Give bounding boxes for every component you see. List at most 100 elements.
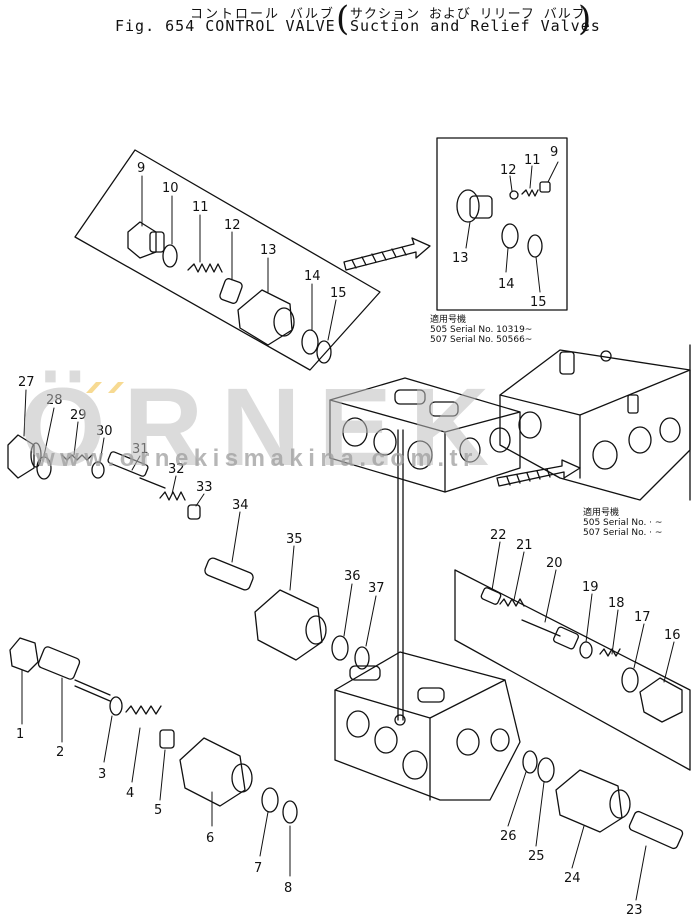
part-7-o-ring	[261, 787, 279, 813]
callout-30: 30	[96, 424, 113, 439]
inset-callout-13: 13	[452, 251, 469, 266]
part-3-o-ring	[109, 696, 123, 716]
figure-title: Fig. 654 CONTROL VALVE	[115, 17, 336, 35]
subtitle-japanese: サクション および リリーフ バルブ	[350, 7, 586, 22]
arrow-to-inset	[343, 237, 431, 271]
callout-18: 18	[608, 596, 625, 611]
callout-28: 28	[46, 393, 63, 408]
part-27-plug	[7, 434, 42, 479]
open-paren: (	[336, 0, 350, 39]
part-24-sleeve	[555, 769, 631, 833]
serial-note-lower: 適用号機 505 Serial No. · ~ 507 Serial No. ·…	[583, 508, 662, 538]
callout-22: 22	[490, 528, 507, 543]
part-13-sleeve	[237, 289, 295, 346]
callout-2: 2	[56, 745, 64, 760]
serial-note-lower-line2: 507 Serial No. · ~	[583, 528, 663, 538]
part-26-o-ring	[522, 750, 538, 774]
part-35-sleeve	[254, 589, 327, 661]
serial-note-top-heading: 適用号機	[430, 315, 467, 325]
callout-8: 8	[284, 881, 292, 896]
part-9-plug	[127, 221, 165, 259]
part-33-spacer	[187, 504, 201, 520]
serial-note-top-line2: 507 Serial No. 50566~	[430, 335, 533, 345]
part-36-o-ring	[331, 635, 349, 661]
leader-lines	[21, 161, 675, 901]
callout-12: 12	[224, 218, 241, 233]
part-21-spring	[499, 598, 525, 607]
part-20-spool	[521, 619, 579, 650]
inset-part-9	[539, 181, 551, 193]
valve-body-lower	[334, 651, 521, 801]
upper-group-frame	[74, 149, 381, 371]
inset-frame	[436, 137, 568, 311]
valve-body-right	[499, 344, 691, 501]
callout-26: 26	[500, 829, 517, 844]
callout-25: 25	[528, 849, 545, 864]
arrow-to-lower-body	[496, 459, 581, 487]
part-17-o-ring	[621, 667, 639, 693]
callout-10: 10	[162, 181, 179, 196]
callout-4: 4	[126, 786, 134, 801]
part-11-spring	[187, 263, 223, 273]
inset-part-13	[456, 189, 493, 223]
inset-callout-14: 14	[498, 277, 515, 292]
callout-7: 7	[254, 861, 262, 876]
part-25-o-ring	[537, 757, 555, 783]
inset-part-14	[501, 223, 519, 249]
inset-callout-11: 11	[524, 153, 541, 168]
callout-9: 9	[137, 161, 145, 176]
part-37-o-ring	[354, 646, 370, 670]
serial-note-top: 適用号機 505 Serial No. 10319~ 507 Serial No…	[430, 315, 532, 345]
callout-16: 16	[664, 628, 681, 643]
part-6-sleeve	[179, 737, 253, 807]
inset-callout-9: 9	[550, 145, 558, 160]
callout-14: 14	[304, 269, 321, 284]
part-8-o-ring	[282, 800, 298, 824]
callout-labels: 1 2 3 4 5 6 7 8 9 10 11 12 13 14 15 16 1…	[16, 145, 681, 917]
callout-35: 35	[286, 532, 303, 547]
part-28-o-ring	[36, 456, 52, 480]
part-14-o-ring	[301, 329, 319, 355]
part-30-ring	[91, 461, 105, 479]
part-18-spring	[599, 648, 621, 657]
part-23-screw	[628, 810, 684, 850]
callout-6: 6	[206, 831, 214, 846]
part-29-spring	[61, 454, 93, 461]
callout-11: 11	[192, 200, 209, 215]
part-4-spring	[125, 705, 162, 715]
serial-note-top-line1: 505 Serial No. 10319~	[430, 325, 533, 335]
callout-24: 24	[564, 871, 581, 886]
part-10-o-ring	[162, 244, 178, 268]
serial-note-lower-line1: 505 Serial No. · ~	[583, 518, 663, 528]
callout-27: 27	[18, 375, 35, 390]
part-31-spool	[107, 451, 166, 489]
part-15-o-ring	[316, 340, 332, 364]
part-34-poppet	[204, 557, 254, 591]
part-22-poppet	[480, 587, 502, 605]
inset-callout-15: 15	[530, 295, 547, 310]
inset-part-11	[521, 189, 539, 197]
part-19-ring	[579, 641, 593, 659]
close-paren: )	[578, 0, 592, 39]
callout-15: 15	[330, 286, 347, 301]
callout-5: 5	[154, 803, 162, 818]
part-2-screw	[37, 646, 111, 702]
part-16-plug	[639, 677, 683, 723]
callout-37: 37	[368, 581, 385, 596]
callout-29: 29	[70, 408, 87, 423]
part-5-spacer	[159, 729, 175, 749]
inset-part-15	[527, 234, 543, 258]
callout-19: 19	[582, 580, 599, 595]
part-1-nut	[9, 637, 39, 673]
callout-1: 1	[16, 727, 24, 742]
subtitle-english: Suction and Relief Valves	[350, 17, 601, 35]
callout-21: 21	[516, 538, 533, 553]
callout-3: 3	[98, 767, 106, 782]
part-32-spring	[159, 491, 186, 501]
valve-body-upper	[329, 377, 521, 721]
callout-23: 23	[626, 903, 643, 917]
inset-callout-12: 12	[500, 163, 517, 178]
inset-part-12	[509, 190, 519, 200]
